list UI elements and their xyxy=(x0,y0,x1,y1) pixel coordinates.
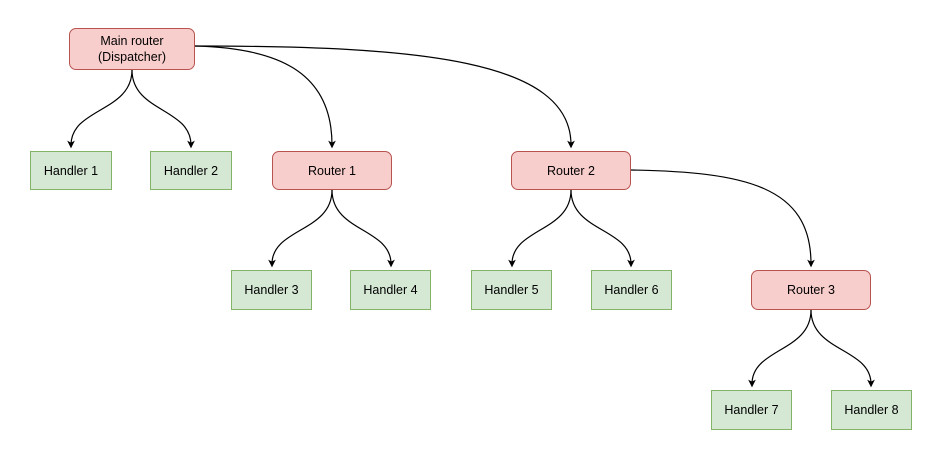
edge-main-to-handler2 xyxy=(131,69,195,149)
edge-router2-to-handler6 xyxy=(570,189,635,268)
node-router1[interactable]: Router 1 xyxy=(272,151,392,190)
node-main[interactable]: Main router (Dispatcher) xyxy=(69,28,195,70)
node-router3[interactable]: Router 3 xyxy=(751,270,871,310)
node-label-handler3: Handler 3 xyxy=(244,283,299,297)
edges-group xyxy=(67,45,875,388)
node-label-router1: Router 1 xyxy=(308,163,356,178)
node-label-handler2: Handler 2 xyxy=(163,163,219,178)
node-handler1[interactable]: Handler 1 xyxy=(30,151,112,190)
edge-router2-to-router3 xyxy=(630,169,815,268)
node-handler4[interactable]: Handler 4 xyxy=(350,270,431,310)
edge-router1-to-handler4 xyxy=(331,189,395,268)
edge-main-to-router1 xyxy=(194,45,336,149)
edge-main-to-router2 xyxy=(194,45,575,149)
node-label-handler6: Handler 6 xyxy=(604,283,659,297)
node-label-handler7: Handler 7 xyxy=(724,403,779,417)
edge-router1-to-handler3 xyxy=(268,189,333,268)
edge-router2-to-handler5 xyxy=(508,189,572,268)
node-router2[interactable]: Router 2 xyxy=(511,151,631,190)
node-label-main: Main router (Dispatcher) xyxy=(97,34,167,64)
node-label-handler8: Handler 8 xyxy=(844,403,899,417)
node-label-router2: Router 2 xyxy=(547,163,595,178)
node-handler6[interactable]: Handler 6 xyxy=(591,270,672,310)
node-handler2[interactable]: Handler 2 xyxy=(150,151,232,190)
edge-main-to-handler1 xyxy=(67,69,133,149)
node-label-router3: Router 3 xyxy=(787,283,835,297)
node-handler3[interactable]: Handler 3 xyxy=(231,270,312,310)
node-handler7[interactable]: Handler 7 xyxy=(711,390,792,430)
edge-router3-to-handler7 xyxy=(748,309,812,388)
node-handler5[interactable]: Handler 5 xyxy=(471,270,552,310)
node-label-handler1: Handler 1 xyxy=(43,163,99,178)
node-label-handler4: Handler 4 xyxy=(363,283,418,297)
node-label-handler5: Handler 5 xyxy=(484,283,539,297)
node-handler8[interactable]: Handler 8 xyxy=(831,390,912,430)
edge-router3-to-handler8 xyxy=(810,309,875,388)
